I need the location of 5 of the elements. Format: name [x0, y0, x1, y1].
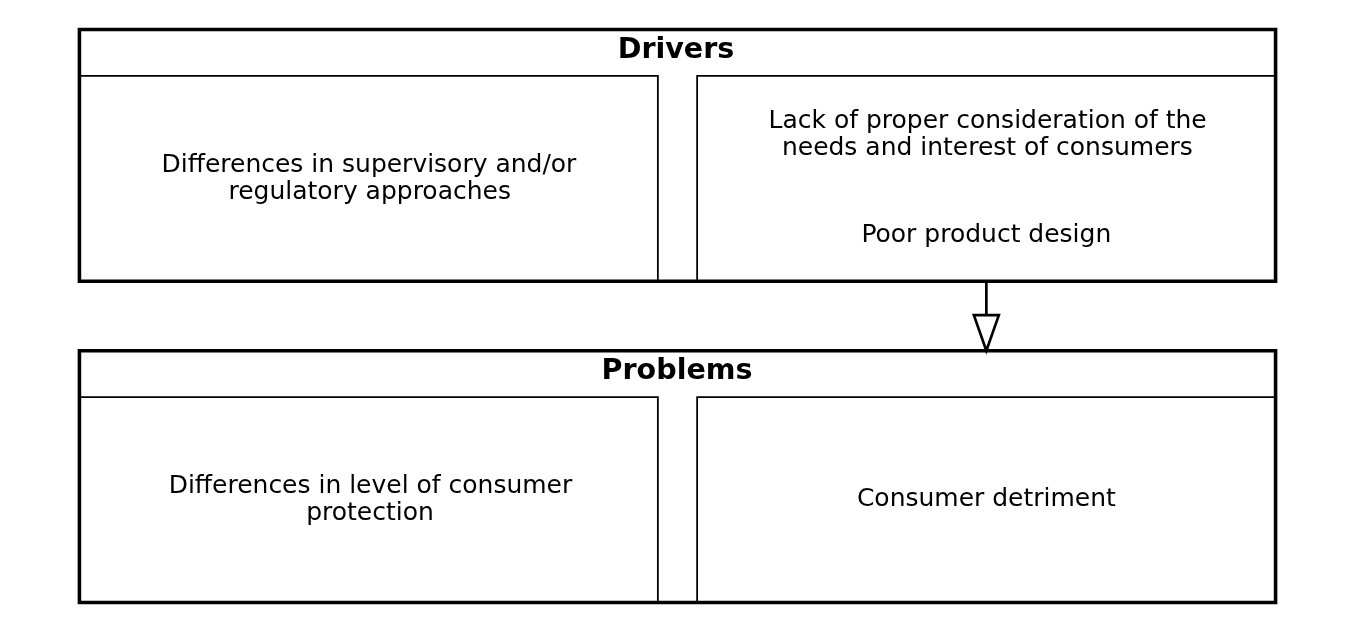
node-box: Lack of proper consideration of the needs and interest of consumers Poor product design [696, 75, 1277, 283]
node-box: Differences in supervisory and/or regulatory approaches [78, 75, 659, 283]
node-box: Consumer detriment [696, 396, 1277, 604]
arrow [971, 281, 1001, 355]
node-box: Differences in level of consumer protection [78, 396, 659, 604]
